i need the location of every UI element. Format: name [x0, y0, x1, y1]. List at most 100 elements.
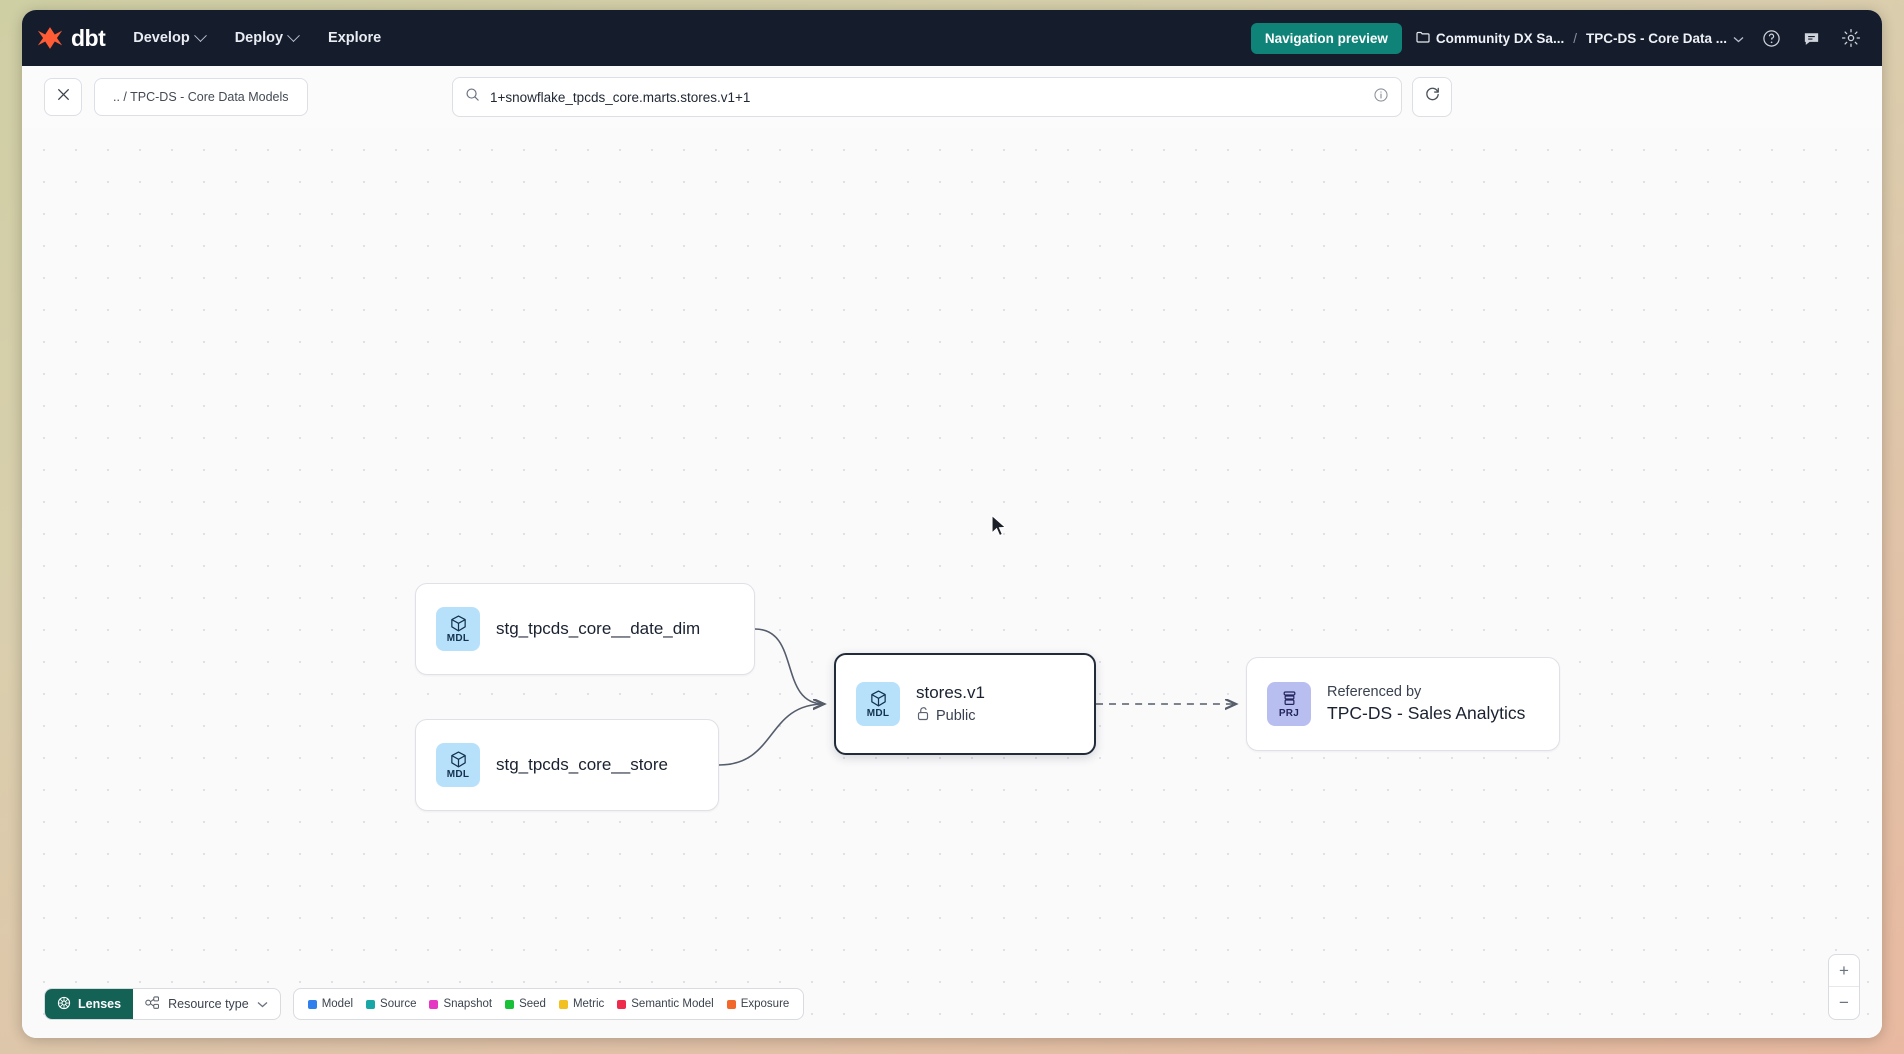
legend-item-model[interactable]: Model — [307, 998, 354, 1010]
nav-item-explore[interactable]: Explore — [326, 26, 383, 50]
lenses-button[interactable]: Lenses — [45, 989, 134, 1019]
nav-item-explore-label: Explore — [328, 30, 382, 46]
lineage-toolbar: .. / TPC-DS - Core Data Models — [22, 66, 1882, 128]
node-title: stg_tpcds_core__store — [496, 755, 668, 774]
folder-icon — [1416, 31, 1430, 46]
legend-label: Seed — [519, 998, 546, 1010]
cube-icon: MDL — [856, 682, 900, 726]
breadcrumb-pill[interactable]: .. / TPC-DS - Core Data Models — [94, 78, 308, 116]
lens-icon — [57, 996, 71, 1013]
node-title: TPC-DS - Sales Analytics — [1327, 703, 1526, 723]
nav-item-develop[interactable]: Develop — [131, 26, 207, 50]
navigation-preview-button[interactable]: Navigation preview — [1250, 22, 1402, 54]
lineage-edge — [754, 628, 824, 704]
refresh-button[interactable] — [1412, 77, 1452, 117]
legend-swatch — [366, 999, 376, 1009]
project-icon: PRJ — [1267, 682, 1311, 726]
node-badge-label: MDL — [446, 769, 470, 780]
breadcrumb-account[interactable]: Community DX Sa... — [1416, 31, 1564, 46]
refresh-icon — [1424, 86, 1441, 108]
zoom-out-button[interactable]: − — [1839, 993, 1849, 1012]
lineage-node-stg_date_dim[interactable]: MDL stg_tpcds_core__date_dim — [415, 583, 755, 675]
node-access-badge: Public — [916, 706, 985, 725]
chevron-down-icon — [193, 28, 207, 42]
lineage-node-stg_store[interactable]: MDL stg_tpcds_core__store — [415, 719, 719, 811]
chevron-down-icon — [1733, 31, 1744, 46]
lenses-label: Lenses — [78, 997, 122, 1011]
nodes-icon — [145, 995, 160, 1013]
legend-label: Model — [321, 998, 354, 1010]
legend-item-exposure[interactable]: Exposure — [726, 998, 790, 1010]
legend-item-seed[interactable]: Seed — [505, 998, 546, 1010]
chevron-down-icon — [287, 28, 300, 42]
cube-icon: MDL — [436, 607, 480, 651]
resource-type-label: Resource type — [168, 997, 249, 1011]
resource-type-legend: Model Source Snapshot Seed Metric Semant… — [292, 988, 805, 1020]
node-text-stack: stg_tpcds_core__store — [496, 755, 668, 775]
lineage-canvas[interactable]: MDL stg_tpcds_core__date_dim MDL stg_tpcds… — [22, 128, 1882, 1038]
legend-label: Semantic Model — [631, 998, 714, 1010]
node-badge-label: MDL — [446, 633, 470, 644]
legend-item-metric[interactable]: Metric — [558, 998, 605, 1010]
top-navigation-bar: dbt Develop Deploy Explore Navigation pr… — [22, 10, 1882, 66]
search-input[interactable] — [490, 89, 1363, 105]
dbt-logo[interactable]: dbt — [36, 24, 106, 52]
nav-item-deploy-label: Deploy — [234, 30, 284, 46]
legend-swatch — [558, 999, 568, 1009]
nav-item-deploy[interactable]: Deploy — [233, 26, 300, 50]
legend-item-semantic-model[interactable]: Semantic Model — [617, 998, 714, 1010]
bottom-controls: Lenses Resource type — [44, 988, 805, 1020]
account-breadcrumb: Community DX Sa... / TPC-DS - Core Data … — [1416, 31, 1744, 46]
node-text-stack: stg_tpcds_core__date_dim — [496, 619, 700, 639]
node-text-stack: Referenced by TPC-DS - Sales Analytics — [1327, 684, 1525, 724]
search-icon — [465, 87, 480, 107]
breadcrumb-project[interactable]: TPC-DS - Core Data ... — [1586, 31, 1744, 46]
primary-nav: Develop Deploy Explore — [131, 26, 383, 50]
breadcrumb-separator: / — [1573, 30, 1577, 46]
node-title: stores.v1 — [916, 683, 985, 702]
lineage-edges — [718, 628, 1882, 766]
legend-swatch — [307, 999, 317, 1009]
resource-type-dropdown[interactable]: Resource type — [133, 989, 280, 1019]
cube-icon: MDL — [436, 743, 480, 787]
lineage-node-stores_v1[interactable]: MDL stores.v1 Public — [834, 653, 1096, 755]
breadcrumb-account-label: Community DX Sa... — [1435, 30, 1565, 46]
legend-item-source[interactable]: Source — [366, 998, 416, 1010]
node-pretitle: Referenced by — [1327, 684, 1422, 700]
legend-label: Metric — [572, 998, 605, 1010]
nav-right-cluster: Navigation preview Community DX Sa... / … — [1250, 22, 1864, 54]
node-title: stg_tpcds_core__date_dim — [496, 619, 701, 638]
dbt-explore-app: dbt Develop Deploy Explore Navigation pr… — [22, 10, 1882, 1038]
node-badge-label: PRJ — [1278, 708, 1300, 719]
help-circle-icon[interactable] — [1758, 25, 1784, 51]
breadcrumb-project-label: TPC-DS - Core Data ... — [1585, 30, 1727, 46]
legend-label: Source — [380, 998, 417, 1010]
lineage-node-referenced_by_prj[interactable]: PRJ Referenced by TPC-DS - Sales Analytics — [1246, 657, 1560, 751]
search-box[interactable] — [452, 77, 1402, 117]
gear-icon[interactable] — [1838, 25, 1864, 51]
dbt-wordmark: dbt — [71, 24, 106, 51]
close-button[interactable] — [44, 78, 82, 116]
unlock-icon — [916, 706, 930, 725]
lineage-search-area — [452, 77, 1452, 117]
legend-item-snapshot[interactable]: Snapshot — [429, 998, 492, 1010]
info-circle-icon[interactable] — [1373, 87, 1389, 108]
node-badge-label: MDL — [866, 708, 890, 719]
lineage-edge — [718, 704, 824, 766]
legend-label: Snapshot — [443, 998, 493, 1010]
legend-swatch — [505, 999, 515, 1009]
node-access-label: Public — [936, 707, 976, 724]
nav-item-develop-label: Develop — [133, 30, 190, 46]
feedback-icon[interactable] — [1798, 25, 1824, 51]
chevron-down-icon — [257, 997, 268, 1011]
dbt-logo-icon — [36, 25, 64, 51]
legend-label: Exposure — [740, 998, 790, 1010]
legend-swatch — [429, 999, 439, 1009]
lens-group: Lenses Resource type — [44, 988, 281, 1020]
zoom-in-button[interactable]: + — [1829, 955, 1859, 987]
legend-swatch — [726, 999, 736, 1009]
node-text-stack: stores.v1 Public — [916, 683, 985, 725]
legend-swatch — [617, 999, 627, 1009]
close-icon — [56, 87, 71, 107]
